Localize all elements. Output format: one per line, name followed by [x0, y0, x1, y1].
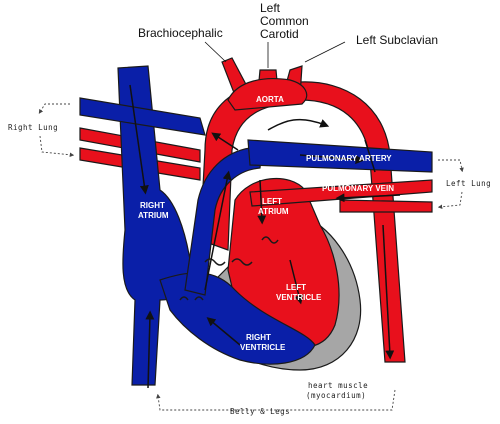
heart-valves — [179, 236, 279, 301]
label-aorta: AORTA — [256, 95, 284, 104]
label-right-lung: Right Lung — [8, 123, 58, 132]
label-left-atrium-1: LEFT — [262, 197, 282, 206]
label-left-lung: Left Lung — [446, 179, 491, 188]
lung-loop-arrows — [38, 103, 464, 411]
label-right-atrium-1: RIGHT — [140, 201, 165, 210]
pulmonary-vein-left-2 — [339, 199, 433, 213]
label-left-common-carotid-3: Carotid — [260, 27, 299, 41]
label-left-ventricle-2: VENTRICLE — [276, 293, 322, 302]
label-left-atrium-2: ATRIUM — [258, 207, 289, 216]
label-heart-muscle-1: heart muscle — [308, 381, 368, 390]
label-right-ventricle-2: VENTRICLE — [240, 343, 286, 352]
label-left-common-carotid-1: Left — [260, 1, 281, 15]
label-left-subclavian: Left Subclavian — [356, 33, 438, 47]
label-belly-legs: Belly & Legs — [230, 407, 290, 416]
pulmonary-vein-left — [249, 179, 433, 207]
label-brachiocephalic: Brachiocephalic — [138, 26, 223, 40]
label-heart-muscle-2: (myocardium) — [306, 391, 366, 400]
label-left-common-carotid-2: Common — [260, 14, 309, 28]
flow-arrows — [129, 84, 401, 389]
pulmonary-artery-left — [247, 139, 433, 173]
label-left-ventricle-1: LEFT — [286, 283, 306, 292]
label-pulmonary-artery: PULMONARY ARTERY — [306, 154, 392, 163]
pulmonary-artery-right — [79, 97, 206, 136]
aorta-dome — [227, 78, 308, 111]
label-pulmonary-vein: PULMONARY VEIN — [322, 184, 394, 193]
label-right-ventricle-1: RIGHT — [246, 333, 271, 342]
label-right-atrium-2: ATRIUM — [138, 211, 169, 220]
label-leader-lines — [204, 41, 346, 68]
right-ventricle-shape — [159, 272, 316, 365]
